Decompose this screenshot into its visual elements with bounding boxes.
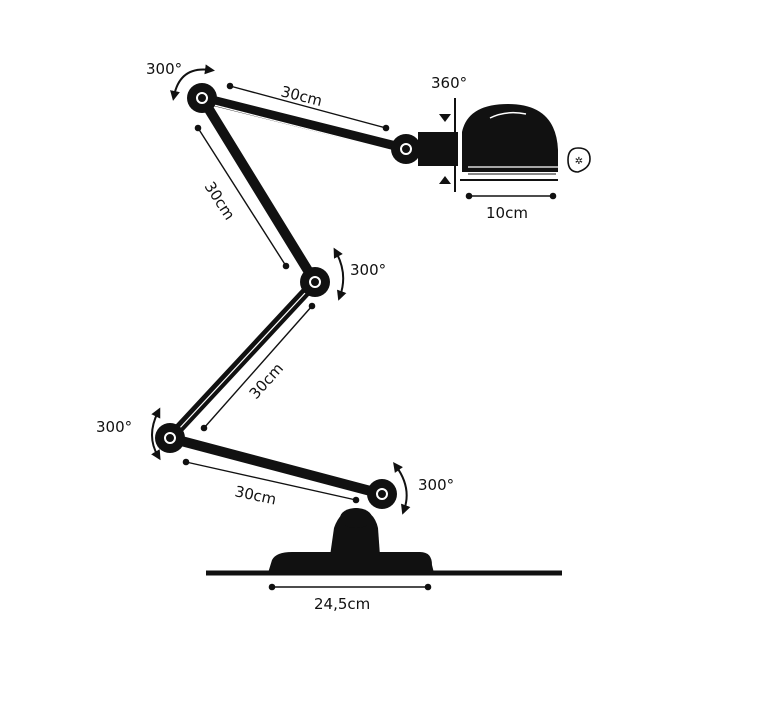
head-rotation-axis: [439, 98, 456, 192]
dim-line-arm-top: [229, 85, 387, 129]
angle-label-lower: 300°: [96, 418, 132, 436]
rotation-arrow-icon: [151, 64, 411, 515]
arm-bottom: [165, 433, 387, 499]
dim-label-arm-lower: 30cm: [246, 359, 287, 402]
dim-line-arm-bottom: [185, 461, 357, 501]
dimension-lines: [182, 82, 557, 591]
lamp-shade: [418, 104, 558, 181]
bulb-icon: ✲: [567, 147, 591, 173]
angle-label-head: 360°: [431, 74, 467, 92]
rotation-arrow-middle: [333, 247, 347, 301]
joint-lower: [155, 423, 185, 453]
lamp-arms: [165, 93, 411, 499]
rotation-arrow-top: [170, 64, 215, 101]
arm-upper: [197, 93, 320, 287]
dim-label-arm-bottom: 30cm: [233, 482, 278, 508]
svg-text:✲: ✲: [575, 156, 583, 167]
joint-top: [187, 83, 217, 113]
joint-head: [391, 134, 421, 164]
lamp-base: [268, 508, 434, 573]
angle-label-middle: 300°: [350, 261, 386, 279]
angle-label-base: 300°: [418, 476, 454, 494]
angle-label-top: 300°: [146, 60, 182, 78]
rotation-arrow-lower: [151, 407, 161, 461]
dim-line-arm-lower: [203, 305, 313, 429]
joints: [155, 83, 421, 509]
dim-label-base: 24,5cm: [314, 595, 370, 613]
joint-base: [367, 479, 397, 509]
dim-label-arm-upper: 30cm: [201, 178, 239, 223]
dim-line-arm-upper: [197, 127, 287, 267]
arm-top: [197, 93, 411, 154]
joint-middle: [300, 267, 330, 297]
rotation-arrow-base: [393, 461, 411, 515]
dim-label-shade: 10cm: [486, 204, 528, 222]
